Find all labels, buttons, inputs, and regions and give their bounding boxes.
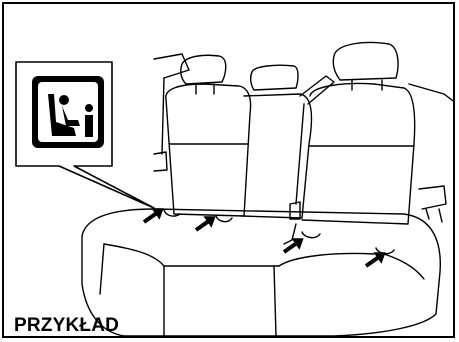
isofix-callout	[16, 62, 154, 208]
arrow-up-right-icon	[280, 233, 308, 258]
headrest-left	[181, 55, 226, 84]
isofix-child-seat-icon	[32, 76, 104, 148]
headrest-center	[251, 65, 298, 90]
arrow-up-right-icon	[362, 247, 390, 272]
backrest-center	[242, 94, 312, 218]
example-caption: PRZYKŁAD	[14, 316, 119, 335]
backrest-left	[166, 84, 251, 216]
backrest-right	[302, 84, 415, 225]
rear-seat-illustration	[4, 4, 455, 338]
headrest-right	[333, 43, 398, 81]
seat-cushion	[82, 209, 440, 336]
illustration-frame: PRZYKŁAD	[2, 2, 455, 338]
arrow-up-right-icon	[140, 203, 168, 228]
